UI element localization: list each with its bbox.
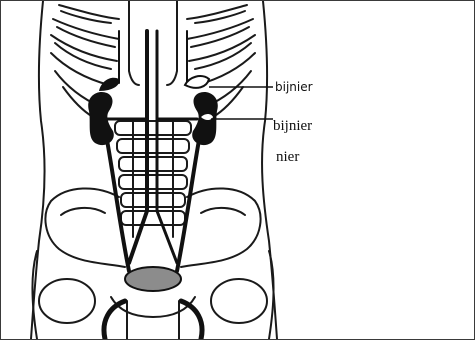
sternum xyxy=(129,1,139,85)
adrenal-gland-right xyxy=(185,76,209,88)
bladder xyxy=(125,267,181,291)
spine xyxy=(115,121,191,237)
label-adrenal-top: bijnier xyxy=(275,80,313,95)
label-adrenal-middle: bijnier xyxy=(273,119,312,134)
label-kidney: nier xyxy=(276,150,299,165)
lower-line-left xyxy=(104,301,125,339)
lower-line-right xyxy=(181,301,202,339)
body-outline-right xyxy=(262,1,277,339)
adrenal-gland-left xyxy=(99,78,119,91)
femur-right xyxy=(269,251,274,339)
aorta xyxy=(129,31,147,263)
